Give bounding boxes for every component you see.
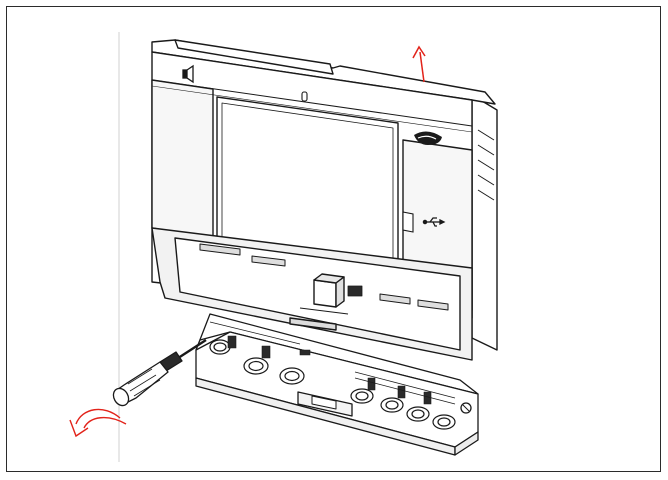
usb-port [402, 211, 414, 233]
side-ribs [477, 129, 495, 201]
top-tab [174, 39, 334, 75]
relay-module [313, 273, 345, 308]
left-panel [151, 79, 214, 239]
handle-grip-lines [127, 368, 161, 397]
speaker-icon [182, 64, 194, 84]
cover-ribs [209, 321, 456, 405]
usb-icon [422, 217, 446, 227]
screwdriver [112, 338, 207, 407]
cover-right-end [454, 431, 479, 456]
cable-entries-left [209, 339, 305, 385]
latch-slot [289, 317, 337, 331]
connector-header [347, 285, 363, 297]
terminal-blocks [199, 243, 449, 311]
cable-entries-right [350, 388, 456, 430]
danfoss-logo-icon [414, 131, 442, 145]
housing-side-wall [471, 94, 498, 351]
arrow-up-icon [412, 45, 426, 83]
status-led-icon [301, 91, 308, 102]
terminal-cover [195, 313, 479, 456]
strain-relief-clamps [227, 335, 432, 405]
rotate-arrow-icon [69, 408, 127, 438]
handle-end-cap [112, 387, 130, 407]
cover-label-bar [299, 349, 311, 356]
controller-housing [151, 39, 498, 361]
